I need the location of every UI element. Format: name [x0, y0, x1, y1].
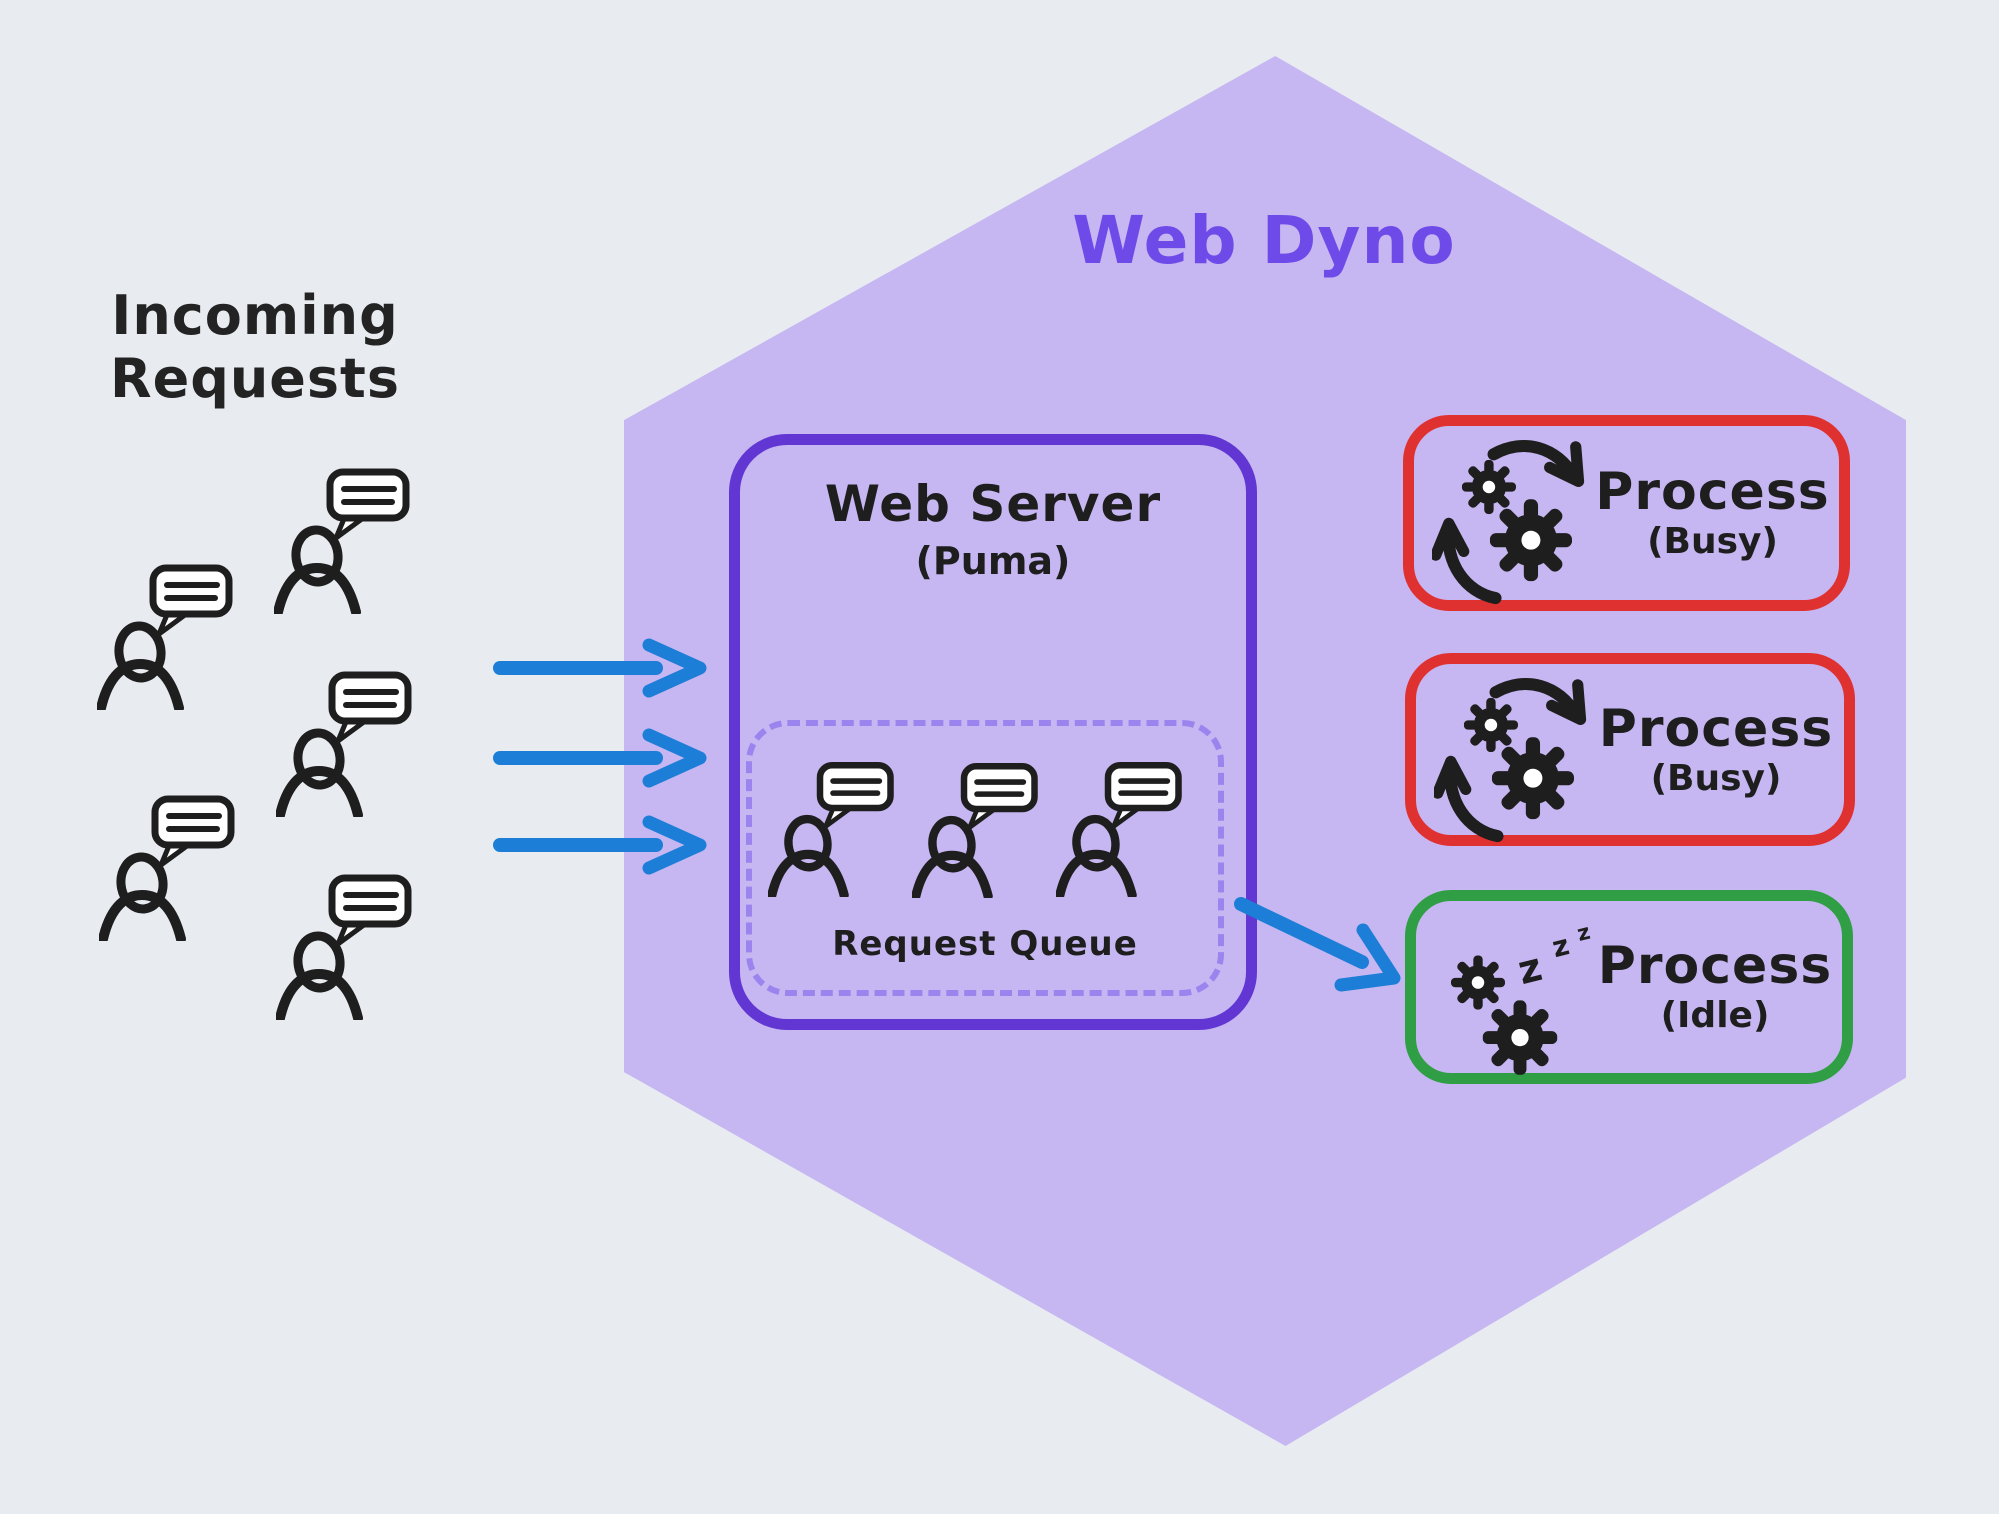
process-label: Process — [1598, 698, 1834, 759]
queued-person-icon — [768, 756, 898, 897]
request-queue-label: Request Queue — [832, 924, 1138, 964]
dispatch-arrow-icon — [1234, 897, 1401, 992]
queued-person-icon — [1056, 756, 1186, 897]
incoming-arrow-icon — [493, 813, 708, 877]
queued-person-icon — [912, 757, 1042, 898]
request-queue-box: Request Queue — [746, 720, 1224, 996]
web-dyno-label: Web Dyno — [1072, 202, 1456, 279]
incoming-requests-label: Incoming Requests — [95, 284, 415, 410]
process-box-busy-2: Process (Busy) — [1405, 653, 1855, 846]
incoming-person-icon — [99, 789, 239, 941]
web-server-box: Web Server (Puma) — [729, 434, 1257, 1030]
incoming-requests-line1: Incoming — [111, 284, 399, 347]
incoming-arrow-icon — [493, 726, 708, 790]
process-state-badge: (Busy) — [1650, 757, 1782, 799]
gears-cycle-icon — [1434, 668, 1602, 852]
gears-cycle-icon — [1432, 430, 1600, 614]
gears-sleep-icon — [1436, 905, 1604, 1089]
process-box-idle: Process (Idle) — [1405, 890, 1853, 1084]
process-state-badge: (Busy) — [1647, 521, 1778, 562]
incoming-person-icon — [274, 462, 414, 614]
process-label: Process — [1595, 462, 1830, 522]
incoming-arrow-icon — [493, 636, 708, 700]
web-server-subtitle: (Puma) — [915, 539, 1071, 583]
process-state-badge: (Idle) — [1660, 995, 1770, 1036]
incoming-person-icon — [276, 665, 416, 817]
web-server-title: Web Server — [824, 475, 1162, 533]
incoming-requests-line2: Requests — [109, 346, 401, 410]
process-box-busy-1: Process (Busy) — [1403, 415, 1850, 611]
incoming-person-icon — [276, 868, 416, 1020]
incoming-person-icon — [97, 558, 237, 710]
process-label: Process — [1597, 936, 1833, 996]
